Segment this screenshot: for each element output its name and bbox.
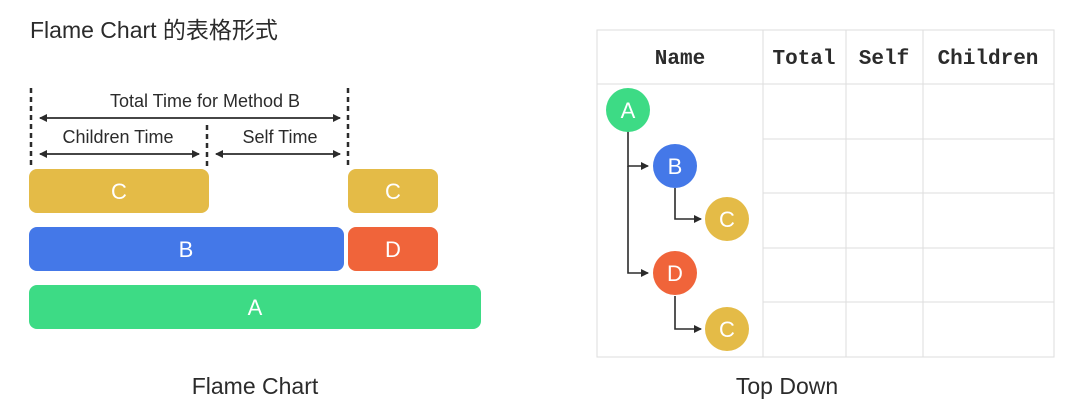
node-a-label: A <box>621 98 636 123</box>
node-c-under-d <box>705 307 749 351</box>
node-b-label: B <box>668 154 683 179</box>
bar-b <box>29 227 344 271</box>
connector-a-b <box>627 131 649 170</box>
node-c-under-d-label: C <box>719 317 735 342</box>
header-children: Children <box>938 48 1039 71</box>
bar-c-left <box>29 169 209 213</box>
bar-d <box>348 227 438 271</box>
header-name: Name <box>655 48 705 71</box>
connector-a-d <box>627 166 649 277</box>
total-time-label: Total Time for Method B <box>110 91 300 111</box>
top-down-caption: Top Down <box>736 373 838 399</box>
node-d-label: D <box>667 261 683 286</box>
bar-a-label: A <box>248 295 263 320</box>
node-b <box>653 144 697 188</box>
self-time-label: Self Time <box>242 127 317 147</box>
bar-d-label: D <box>385 237 401 262</box>
connector-d-c <box>674 296 702 333</box>
connector-b-c <box>674 188 702 223</box>
node-a <box>606 88 650 132</box>
flame-chart-caption: Flame Chart <box>192 373 319 399</box>
node-c-under-b-label: C <box>719 207 735 232</box>
bar-c-right <box>348 169 438 213</box>
node-d <box>653 251 697 295</box>
children-time-label: Children Time <box>62 127 173 147</box>
page-title: Flame Chart 的表格形式 <box>30 17 278 43</box>
header-self: Self <box>859 48 909 71</box>
top-down-table: Name Total Self Children A B C D C Top D… <box>596 29 1055 399</box>
bar-c-right-label: C <box>385 179 401 204</box>
bar-c-left-label: C <box>111 179 127 204</box>
header-total: Total <box>772 48 835 71</box>
bar-a <box>29 285 481 329</box>
node-c-under-b <box>705 197 749 241</box>
flame-chart: Total Time for Method B Children Time Se… <box>29 88 481 399</box>
bar-b-label: B <box>179 237 194 262</box>
